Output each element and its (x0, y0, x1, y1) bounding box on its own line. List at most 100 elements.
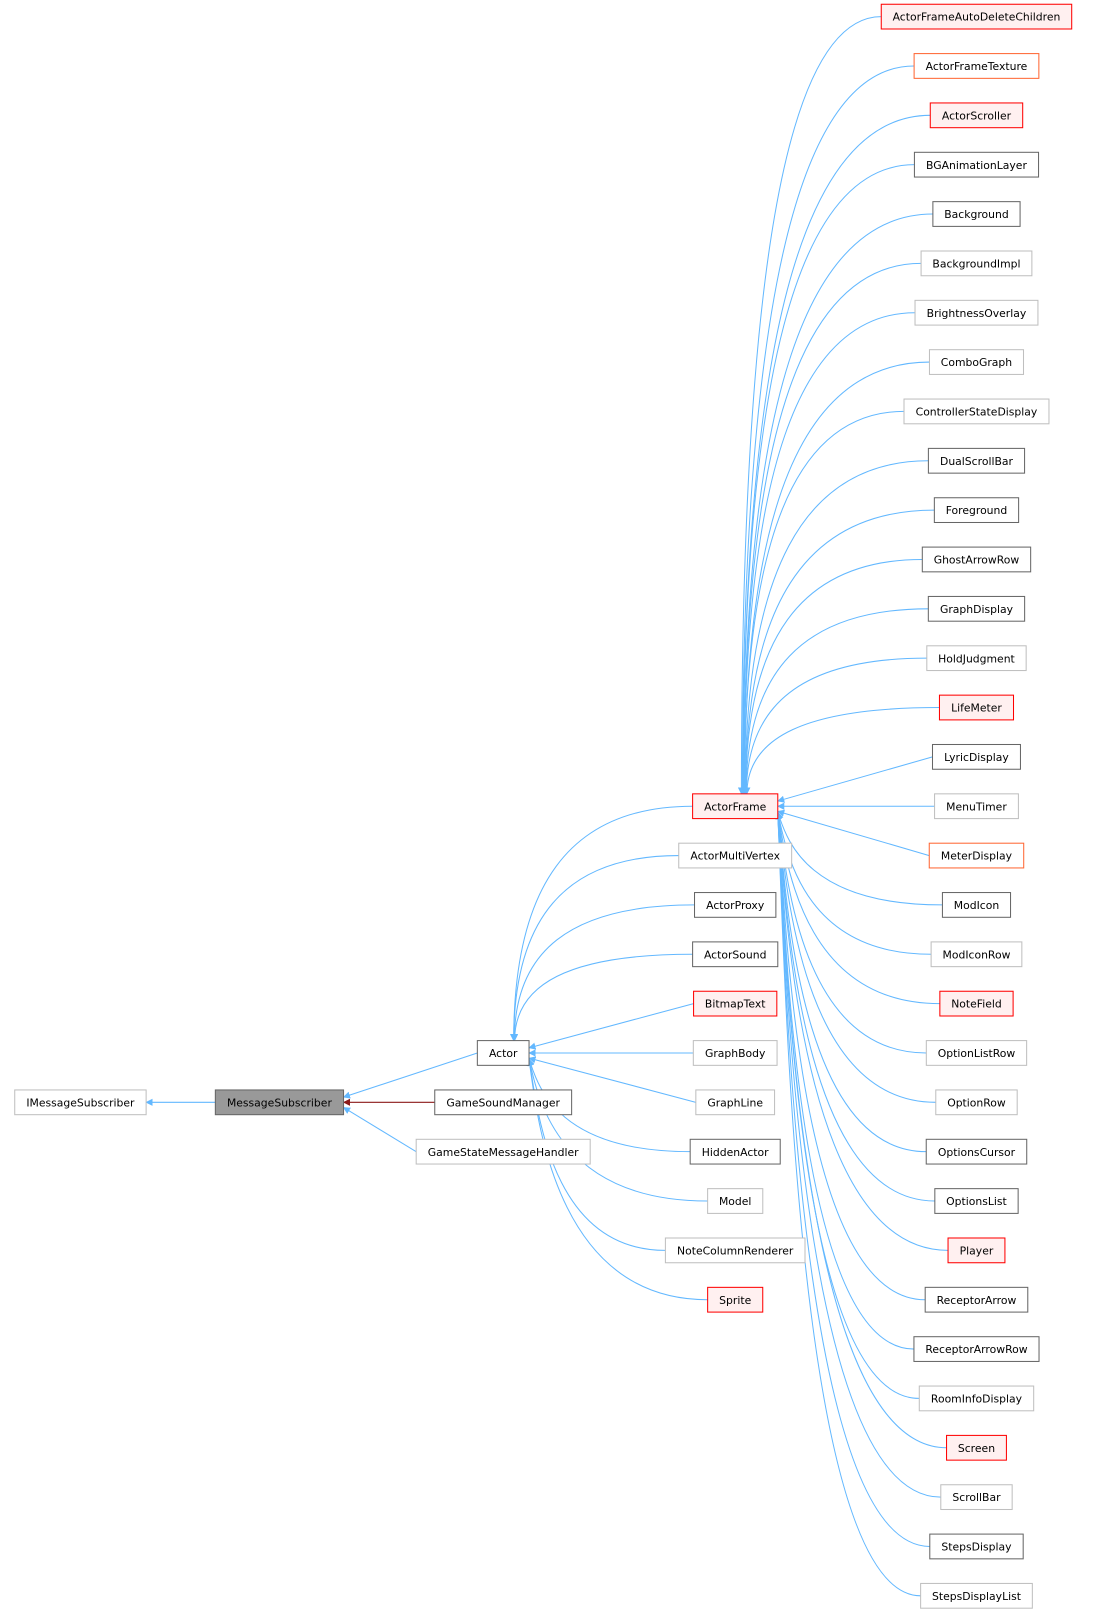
class-node-steps-display-list[interactable]: StepsDisplayList (920, 1582, 1033, 1609)
inheritance-edge-option-row (774, 811, 936, 1103)
class-node-screen[interactable]: Screen (946, 1434, 1007, 1461)
class-box (934, 793, 1019, 820)
class-label: ReceptorArrowRow (925, 1343, 1027, 1356)
class-node-foreground[interactable]: Foreground (933, 497, 1020, 524)
class-node-receptor-arrow-row[interactable]: ReceptorArrowRow (913, 1336, 1040, 1362)
class-label: GraphLine (707, 1096, 763, 1109)
class-label: ActorFrameTexture (926, 60, 1028, 73)
class-node-option-list-row[interactable]: OptionListRow (925, 1040, 1028, 1066)
inheritance-edge-actor-frame-texture (738, 65, 915, 795)
class-node-actor-scroller[interactable]: ActorScroller (929, 102, 1024, 129)
class-label: GameSoundManager (446, 1096, 560, 1109)
class-node-graph-body[interactable]: GraphBody (692, 1040, 778, 1066)
class-box (692, 941, 779, 968)
class-node-ghost-arrow-row[interactable]: GhostArrowRow (921, 546, 1032, 573)
class-box (678, 842, 793, 869)
class-node-option-row[interactable]: OptionRow (935, 1089, 1018, 1116)
class-node-actor-frame-auto-delete-children[interactable]: ActorFrameAutoDeleteChildren (880, 3, 1073, 30)
class-node-background-impl[interactable]: BackgroundImpl (920, 250, 1033, 277)
class-node-brightness-overlay[interactable]: BrightnessOverlay (914, 299, 1039, 326)
class-node-scroll-bar[interactable]: ScrollBar (940, 1484, 1013, 1511)
class-box (941, 892, 1012, 918)
class-box (935, 1089, 1018, 1116)
inheritance-edge-note-field (775, 811, 940, 1005)
class-node-meter-display[interactable]: MeterDisplay (928, 842, 1025, 869)
class-node-steps-display[interactable]: StepsDisplay (929, 1533, 1024, 1560)
class-node-model[interactable]: Model (707, 1188, 764, 1214)
inheritance-edge-hold-judgment (742, 657, 927, 795)
class-box (664, 1237, 806, 1264)
class-node-sprite[interactable]: Sprite (707, 1286, 764, 1313)
class-node-message-subscriber[interactable]: MessageSubscriber (214, 1089, 345, 1116)
class-node-dual-scroll-bar[interactable]: DualScrollBar (927, 447, 1026, 474)
class-node-game-state-message-handler[interactable]: GameStateMessageHandler (415, 1138, 591, 1165)
class-node-controller-state-display[interactable]: ControllerStateDisplay (903, 398, 1050, 425)
class-box (914, 299, 1039, 326)
class-node-room-info-display[interactable]: RoomInfoDisplay (918, 1385, 1035, 1412)
inheritance-edge-ghost-arrow-row (742, 558, 923, 795)
class-box (695, 1089, 776, 1116)
class-box (692, 1040, 778, 1066)
class-node-menu-timer[interactable]: MenuTimer (934, 793, 1019, 820)
class-node-i-message-subscriber[interactable]: IMessageSubscriber (14, 1089, 147, 1116)
class-node-lyric-display[interactable]: LyricDisplay (931, 743, 1021, 770)
class-box (689, 1138, 781, 1165)
class-node-game-sound-manager[interactable]: GameSoundManager (434, 1089, 573, 1116)
inheritance-edge-mod-icon-row (775, 811, 932, 955)
inheritance-edge-actor-proxy (510, 904, 695, 1042)
inheritance-edge-brightness-overlay (740, 312, 916, 795)
class-node-player[interactable]: Player (947, 1237, 1006, 1264)
class-box (921, 546, 1032, 573)
class-node-background[interactable]: Background (932, 201, 1021, 227)
class-node-actor-sound[interactable]: ActorSound (692, 941, 779, 968)
class-label: Model (719, 1195, 751, 1208)
class-node-note-column-renderer[interactable]: NoteColumnRenderer (664, 1237, 806, 1264)
inheritance-edge-controller-state-display (740, 410, 905, 795)
inheritance-edge-bg-animation-layer (739, 164, 915, 795)
class-label: LifeMeter (951, 702, 1002, 715)
inheritance-edge-game-state-message-handler (342, 1107, 417, 1153)
class-label: Background (944, 208, 1009, 221)
class-box (913, 1336, 1040, 1362)
class-label: DualScrollBar (940, 455, 1013, 468)
class-node-combo-graph[interactable]: ComboGraph (928, 349, 1025, 375)
class-node-note-field[interactable]: NoteField (939, 990, 1014, 1017)
class-label: GraphBody (705, 1047, 766, 1060)
class-box (946, 1434, 1007, 1461)
class-label: MenuTimer (946, 800, 1007, 813)
inheritance-edge-bitmap-text (528, 1003, 694, 1050)
class-node-mod-icon[interactable]: ModIcon (941, 892, 1012, 918)
class-node-graph-display[interactable]: GraphDisplay (927, 595, 1026, 622)
class-node-hidden-actor[interactable]: HiddenActor (689, 1138, 781, 1165)
class-label: OptionsCursor (938, 1146, 1016, 1159)
class-box (926, 645, 1027, 672)
class-node-bg-animation-layer[interactable]: BGAnimationLayer (913, 151, 1040, 178)
class-node-receptor-arrow[interactable]: ReceptorArrow (924, 1286, 1029, 1313)
class-label: HoldJudgment (938, 652, 1015, 665)
class-node-actor-frame-texture[interactable]: ActorFrameTexture (913, 53, 1040, 79)
inheritance-edge-player (774, 811, 949, 1251)
class-label: GraphDisplay (940, 603, 1014, 616)
class-node-actor-proxy[interactable]: ActorProxy (694, 892, 777, 918)
class-node-actor-frame[interactable]: ActorFrame (692, 793, 779, 820)
inheritance-edge-receptor-arrow-row (774, 811, 914, 1350)
class-node-hold-judgment[interactable]: HoldJudgment (926, 645, 1027, 672)
class-label: StepsDisplay (941, 1541, 1012, 1554)
class-label: RoomInfoDisplay (931, 1393, 1023, 1406)
class-node-graph-line[interactable]: GraphLine (695, 1089, 776, 1116)
class-box (913, 151, 1040, 178)
class-label: ActorScroller (942, 109, 1012, 122)
class-box (931, 743, 1021, 770)
class-node-actor[interactable]: Actor (476, 1040, 530, 1066)
class-node-life-meter[interactable]: LifeMeter (938, 694, 1015, 721)
class-node-mod-icon-row[interactable]: ModIconRow (930, 941, 1023, 968)
inheritance-edge-option-list-row (775, 811, 927, 1054)
class-node-options-cursor[interactable]: OptionsCursor (925, 1138, 1028, 1165)
class-box (434, 1089, 573, 1116)
class-node-options-list[interactable]: OptionsList (934, 1188, 1019, 1214)
class-box (938, 694, 1015, 721)
inheritance-edge-sprite (526, 1058, 708, 1301)
class-node-bitmap-text[interactable]: BitmapText (693, 990, 778, 1017)
class-node-actor-multi-vertex[interactable]: ActorMultiVertex (678, 842, 793, 869)
